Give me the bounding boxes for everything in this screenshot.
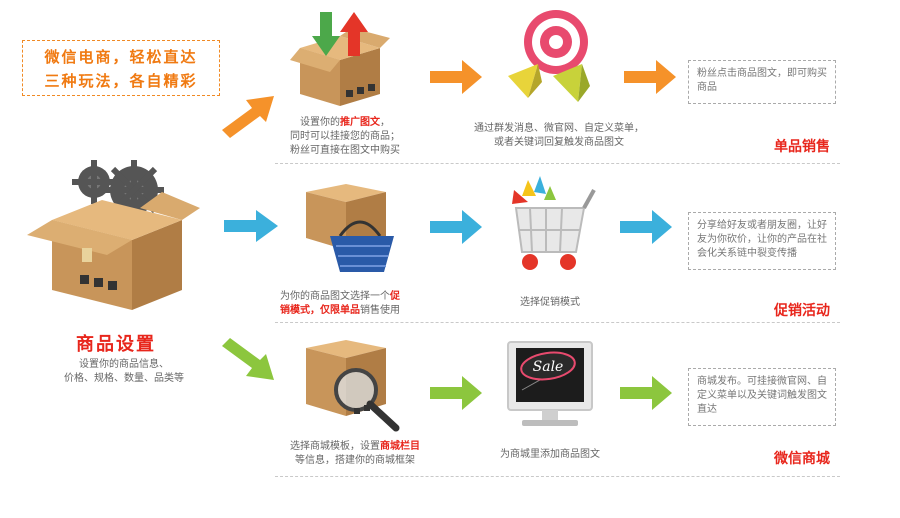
row2-note: 分享给好友或者朋友圈，让好友为你砍价，让你的产品在社会化关系链中裂变传播 — [688, 212, 836, 270]
arrow-right-green-icon — [430, 376, 482, 410]
row1-step2-l2: 或者关键词回复触发商品图文 — [494, 137, 624, 148]
row2-step2-text: 选择促销模式 — [520, 297, 580, 308]
slogan-line-1: 微信电商，轻松直达 — [44, 48, 198, 66]
row1-step1-l3: 粉丝可直接在图文中购买 — [290, 145, 400, 156]
row3-note: 商城发布。可挂接微官网、自定义菜单以及关键词触发图文直达 — [688, 368, 836, 426]
setup-desc-line-2: 价格、规格、数量、品类等 — [64, 373, 184, 384]
row2-step1-l2b: 销售使用 — [360, 305, 400, 316]
row2-step1-highlight-b: 销模式，仅限单品 — [280, 305, 360, 316]
target-icon — [508, 10, 590, 102]
sale-sign: Sale — [520, 351, 576, 381]
box-basket-icon — [306, 184, 394, 272]
row1-step1-highlight: 推广图文 — [340, 117, 380, 128]
box-updown-arrows-icon — [290, 12, 390, 106]
row1-step2-text: 通过群发消息、微官网、自定义菜单， 或者关键词回复触发商品图文 — [460, 122, 658, 150]
arrow-right-green-icon-2 — [620, 376, 672, 410]
arrow-down-right-green-icon — [222, 338, 274, 380]
row1-step1-l1a: 设置你的 — [300, 117, 340, 128]
row1-note: 粉丝点击商品图文，即可购买商品 — [688, 60, 836, 104]
arrow-right-blue-icon-3 — [620, 210, 672, 244]
setup-desc-line-1: 设置你的商品信息、 — [79, 359, 169, 370]
setup-title: 商品设置 — [76, 334, 156, 355]
row-divider-1 — [275, 163, 840, 164]
slogan-line-2: 三种玩法，各自精彩 — [44, 72, 198, 90]
shopping-cart-icon — [512, 176, 596, 270]
row1-step1-text: 设置你的推广图文， 同时可以挂接您的商品； 粉丝可直接在图文中购买 — [270, 116, 420, 158]
row1-step1-l1b: ， — [380, 117, 390, 128]
row3-step1-text: 选择商城模板，设置商城栏目 等信息，搭建你的商城框架 — [270, 440, 440, 468]
arrow-right-orange-icon — [430, 60, 482, 94]
row2-title: 促销活动 — [774, 303, 830, 319]
row3-title: 微信商城 — [774, 451, 830, 467]
sale-text: Sale — [533, 359, 564, 375]
box-magnifier-icon — [306, 340, 400, 432]
row-divider-2 — [275, 322, 840, 323]
row1-step2-l1: 通过群发消息、微官网、自定义菜单， — [474, 123, 644, 134]
gear-box-icon — [27, 160, 200, 310]
row2-step1-highlight-a: 促 — [390, 291, 400, 302]
row3-step1-l2: 等信息，搭建你的商城框架 — [295, 455, 415, 466]
arrow-up-right-orange-icon — [222, 96, 274, 138]
arrow-right-orange-icon-2 — [624, 60, 676, 94]
row2-step1-l1a: 为你的商品图文选择一个 — [280, 291, 390, 302]
row-divider-3 — [275, 476, 840, 477]
row1-title: 单品销售 — [774, 139, 830, 155]
row3-step2-text: 为商城里添加商品图文 — [500, 449, 600, 460]
row3-step1-l1a: 选择商城模板，设置 — [290, 441, 380, 452]
row3-step1-highlight: 商城栏目 — [380, 441, 420, 452]
setup-desc: 设置你的商品信息、 价格、规格、数量、品类等 — [44, 358, 204, 386]
arrow-right-blue-icon — [224, 210, 278, 242]
row2-step1-text: 为你的商品图文选择一个促 销模式，仅限单品销售使用 — [280, 290, 420, 318]
slogan-box: 微信电商，轻松直达 三种玩法，各自精彩 — [22, 40, 220, 96]
row1-step1-l2: 同时可以挂接您的商品； — [290, 131, 400, 142]
arrow-right-blue-icon-2 — [430, 210, 482, 244]
